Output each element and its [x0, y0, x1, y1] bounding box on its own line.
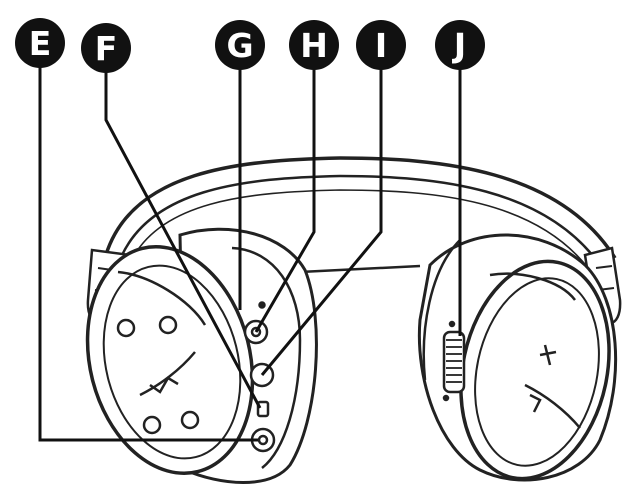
callout-badge-F: F: [81, 23, 131, 73]
callout-line-H: [254, 68, 316, 333]
callout-label-G: G: [226, 26, 253, 65]
screw-icon: [158, 315, 178, 335]
usb-port-icon: [256, 400, 270, 418]
callout-label-J: J: [452, 26, 466, 65]
hyperx-logo-icon: [524, 344, 581, 429]
led-indicator-icon: [258, 301, 266, 309]
callout-line-F: [104, 72, 262, 409]
callout-line-E: [38, 62, 258, 442]
callout-badge-J: J: [435, 20, 485, 70]
screw-icon: [116, 318, 136, 338]
callout-label-F: F: [95, 29, 118, 68]
callout-badge-H: H: [289, 20, 339, 70]
callout-badge-I: I: [356, 20, 406, 70]
callout-label-H: H: [300, 26, 328, 65]
callout-badge-G: G: [215, 20, 265, 70]
left-earcup: [85, 227, 318, 484]
callout-badge-E: E: [15, 18, 65, 68]
volume-wheel-icon: [442, 320, 466, 402]
callout-line-I: [260, 68, 383, 376]
hyperx-logo-icon: [139, 351, 196, 397]
right-earcup: [417, 233, 618, 482]
callout-label-E: E: [29, 24, 52, 63]
screw-icon: [142, 415, 162, 435]
callout-lines: [38, 62, 462, 442]
callout-label-I: I: [375, 26, 387, 65]
screw-icon: [180, 410, 200, 430]
